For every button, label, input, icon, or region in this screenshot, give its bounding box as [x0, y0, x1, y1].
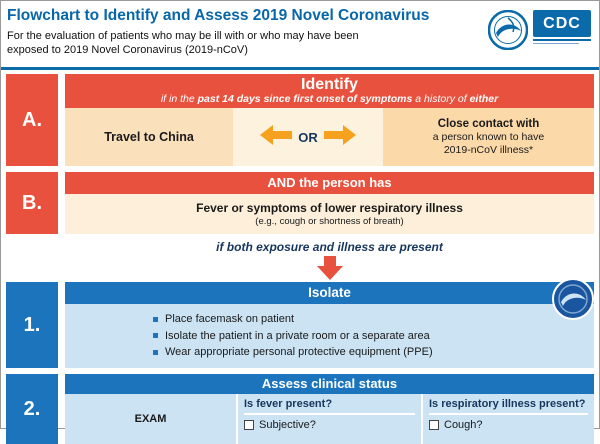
or-label: OR	[298, 129, 318, 145]
close-contact-line3: 2019-nCoV illness*	[443, 143, 534, 156]
page-title: Flowchart to Identify and Assess 2019 No…	[7, 7, 430, 24]
subjective-label: Subjective?	[259, 419, 316, 431]
cdc-logo-text-lines	[533, 43, 580, 44]
close-contact-line2: a person known to have	[432, 130, 545, 143]
subtitle-line-1: For the evaluation of patients who may b…	[7, 30, 359, 42]
hhs-seal-watermark-icon	[552, 278, 594, 320]
connector: if both exposure and illness are present	[6, 240, 594, 280]
identify-subtitle: if in the past 14 days since first onset…	[65, 93, 594, 106]
fever-symptoms-cell: Fever or symptoms of lower respiratory i…	[65, 194, 594, 234]
section-b-label: B.	[6, 172, 58, 234]
bullet-square-icon	[153, 349, 158, 355]
bullet-square-icon	[153, 333, 158, 339]
flowchart-body: A. Identify if in the past 14 days since…	[1, 70, 599, 444]
option-travel-to-china: Travel to China	[65, 108, 233, 166]
assess-table: EXAM Is fever present? Subjective? Is re…	[65, 394, 594, 444]
fever-option-row: Subjective?	[244, 415, 415, 435]
list-item: Isolate the patient in a private room or…	[153, 328, 594, 345]
section-a-label: A.	[6, 74, 58, 166]
identify-subtitle-mid: a history of	[412, 93, 470, 105]
fever-question: Is fever present?	[244, 394, 415, 415]
section-a-identify: A. Identify if in the past 14 days since…	[6, 74, 594, 166]
section-1-isolate: 1. Isolate Place facemask on patient Iso…	[6, 278, 594, 368]
option-close-contact: Close contact with a person known to hav…	[383, 108, 594, 166]
respiratory-question: Is respiratory illness present?	[429, 394, 588, 415]
or-cell: OR	[233, 108, 383, 166]
section-b-content: AND the person has Fever or symptoms of …	[65, 172, 594, 234]
identify-title: Identify	[301, 76, 358, 93]
header: Flowchart to Identify and Assess 2019 No…	[1, 1, 599, 70]
isolate-step-1: Place facemask on patient	[165, 313, 295, 325]
fever-column: Is fever present? Subjective?	[236, 394, 421, 444]
isolate-bullet-list: Place facemask on patient Isolate the pa…	[153, 311, 594, 361]
isolate-header-bar: Isolate	[65, 282, 594, 304]
or-left-arrow-icon	[260, 124, 293, 150]
cdc-logo: CDC	[533, 10, 591, 44]
fever-symptoms-note: (e.g., cough or shortness of breath)	[255, 216, 404, 227]
logo-group: CDC	[487, 9, 591, 55]
section-b-symptoms: B. AND the person has Fever or symptoms …	[6, 172, 594, 234]
identify-subtitle-either: either	[469, 93, 499, 105]
hhs-seal-icon	[487, 9, 529, 55]
section-2-label: 2.	[6, 374, 58, 444]
isolate-step-2: Isolate the patient in a private room or…	[165, 329, 430, 342]
subtitle-line-2: exposed to 2019 Novel Coronavirus (2019-…	[7, 43, 248, 56]
list-item: Wear appropriate personal protective equ…	[153, 344, 594, 361]
section-1-label: 1.	[6, 282, 58, 368]
close-contact-title: Close contact with	[437, 117, 540, 130]
or-right-arrow-icon	[323, 124, 356, 150]
bullet-square-icon	[153, 316, 158, 322]
identify-subtitle-bold: past 14 days since first onset of sympto…	[197, 93, 413, 105]
fever-symptoms-title: Fever or symptoms of lower respiratory i…	[196, 201, 463, 215]
cdc-logo-rule	[533, 39, 591, 41]
section-1-content: Isolate Place facemask on patient Isolat…	[65, 282, 594, 368]
identify-header-bar: Identify if in the past 14 days since fi…	[65, 74, 594, 108]
section-a-content: Identify if in the past 14 days since fi…	[65, 74, 594, 166]
list-item: Place facemask on patient	[153, 311, 594, 328]
and-person-has-bar: AND the person has	[65, 172, 594, 194]
isolate-steps: Place facemask on patient Isolate the pa…	[65, 304, 594, 368]
cdc-logo-text: CDC	[533, 10, 591, 37]
identify-subtitle-prefix: if in the	[160, 93, 198, 105]
page-subtitle: For the evaluation of patients who may b…	[7, 30, 462, 57]
section-2-content: Assess clinical status EXAM Is fever pre…	[65, 374, 594, 444]
respiratory-option-row: Cough?	[429, 415, 588, 435]
exam-label: EXAM	[134, 413, 167, 425]
cough-label: Cough?	[444, 419, 483, 431]
exposure-options: Travel to China OR Close contact with a …	[65, 108, 594, 166]
respiratory-column: Is respiratory illness present? Cough?	[421, 394, 594, 444]
down-arrow-icon	[65, 256, 594, 280]
assess-header-bar: Assess clinical status	[65, 374, 594, 394]
isolate-step-3: Wear appropriate personal protective equ…	[165, 346, 433, 358]
section-2-assess: 2. Assess clinical status EXAM Is fever …	[6, 374, 594, 444]
condition-text: if both exposure and illness are present	[216, 240, 443, 254]
